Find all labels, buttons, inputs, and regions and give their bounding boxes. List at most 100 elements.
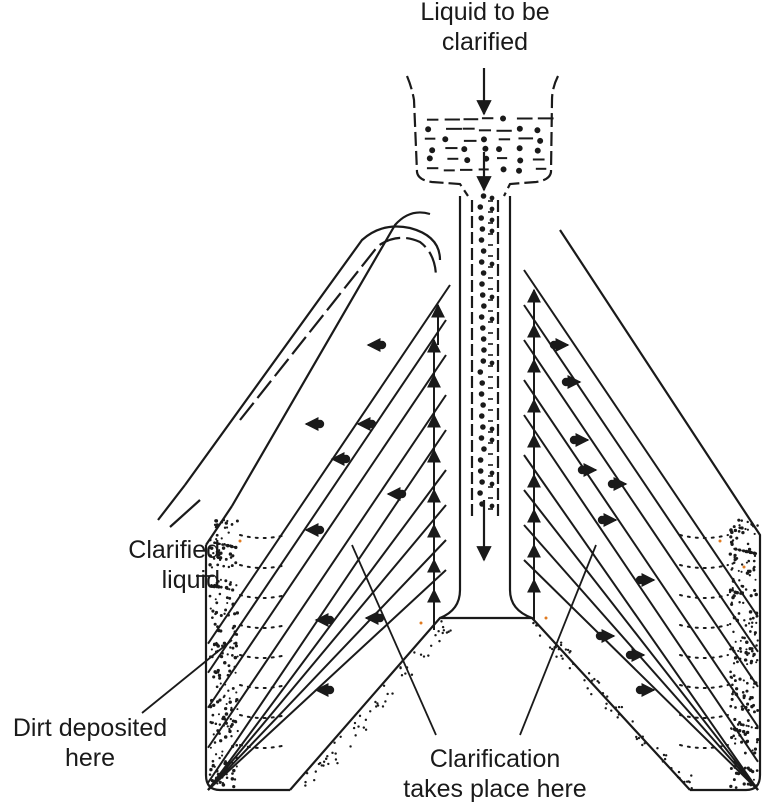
dirt-speck [218, 780, 222, 784]
dirt-speck [215, 769, 219, 773]
dirt-speck [731, 567, 734, 570]
left-flow-line [239, 744, 287, 749]
left-flow-line [239, 714, 287, 719]
dirt-speck [214, 753, 218, 756]
dirt-speck [215, 641, 218, 645]
dirt-speck [229, 717, 232, 721]
dirt-speck [538, 634, 542, 637]
dirt-speck [208, 538, 212, 542]
dirt-speck [212, 733, 215, 736]
dirt-speck [219, 687, 222, 691]
particle [341, 454, 351, 464]
dirt-speck [216, 729, 220, 733]
dirt-speck [738, 526, 742, 530]
pointer-lines [141, 544, 597, 736]
dirt-speck [750, 726, 753, 729]
dirt-speck [362, 726, 366, 729]
dirt-speck [746, 663, 749, 666]
dirt-speck [304, 780, 307, 784]
dirt-speck [756, 639, 759, 642]
dirt-speck [226, 767, 230, 772]
orange-speck [718, 539, 722, 543]
dirt-speck [216, 563, 220, 567]
orange-speck [238, 539, 242, 543]
tube-particle [489, 206, 495, 212]
particle [607, 479, 617, 489]
dirt-speck [754, 681, 758, 685]
dirt-speck [214, 776, 219, 780]
dirt-speck [228, 669, 232, 673]
dirt-speck [226, 543, 230, 548]
dirt-speck [729, 622, 732, 626]
dirt-speck [749, 617, 752, 621]
dirt-speck [228, 588, 231, 591]
right-flow-line [679, 744, 729, 749]
dirt-speck [755, 769, 759, 772]
dirt-speck [740, 584, 743, 588]
dirt-speck [569, 650, 572, 653]
left-flow-line [239, 534, 287, 539]
dirt-speck [322, 764, 325, 767]
dirt-speck [211, 616, 214, 620]
dirt-speck [664, 754, 668, 757]
dirt-speck [740, 519, 743, 522]
dirt-speck [641, 743, 644, 747]
dirt-speck [728, 591, 732, 594]
dirt-speck [583, 679, 586, 682]
dirt-speck [209, 768, 213, 772]
dirt-speck [733, 742, 737, 745]
dirt-speck [234, 561, 238, 565]
dirt-speck [437, 630, 440, 633]
dirt-speck [217, 673, 222, 678]
dirt-speck [209, 786, 212, 789]
dirt-speck [218, 542, 221, 546]
dirt-speck [670, 766, 673, 770]
particle [315, 419, 325, 429]
dirt-speck [228, 582, 232, 586]
dirt-speck [215, 601, 219, 605]
dirt-speck [729, 704, 733, 708]
dirt-speck [232, 768, 236, 773]
dirt-speck [234, 671, 237, 674]
dirt-speck [559, 643, 563, 647]
dirt-speck [231, 602, 235, 607]
dirt-speck [226, 613, 230, 617]
dirt-speck [213, 622, 217, 626]
dirt-speck [745, 640, 749, 644]
label-line: Liquid to be [420, 0, 550, 26]
dirt-speck [734, 727, 739, 732]
dirt-speck [410, 673, 414, 676]
left-disk-plate [207, 504, 447, 791]
orange-speck [742, 565, 746, 569]
dirt-speck [735, 536, 739, 540]
liquid-particle [425, 126, 432, 133]
dirt-speck [384, 700, 387, 703]
left-disk-plate [207, 284, 451, 645]
dirt-speck [745, 689, 749, 693]
tube-particle [478, 215, 485, 221]
dirt-speck [231, 761, 234, 764]
dirt-speck [210, 778, 214, 783]
dirt-speck [745, 648, 748, 651]
dirt-speck [214, 722, 218, 726]
dirt-speck [733, 528, 738, 533]
particle [625, 650, 635, 660]
dirt-speck [429, 644, 433, 647]
dirt-speck [743, 732, 747, 736]
dirt-speck [217, 671, 220, 674]
dirt-speck [230, 777, 235, 781]
dirt-speck [354, 734, 357, 737]
dirt-speck [219, 585, 223, 589]
dirt-speck [754, 578, 757, 581]
liquid-particle [516, 145, 523, 152]
dirt-speck [313, 778, 316, 782]
liquid-particle [516, 125, 523, 132]
dirt-speck [231, 588, 235, 592]
dirt-speck [231, 554, 235, 558]
dirt-speck [222, 564, 226, 568]
right-flow-line [679, 654, 729, 659]
dirt-speck [215, 581, 219, 585]
dirt-speck [662, 753, 666, 757]
dirt-speck [745, 730, 750, 735]
dirt-speck [304, 784, 307, 787]
